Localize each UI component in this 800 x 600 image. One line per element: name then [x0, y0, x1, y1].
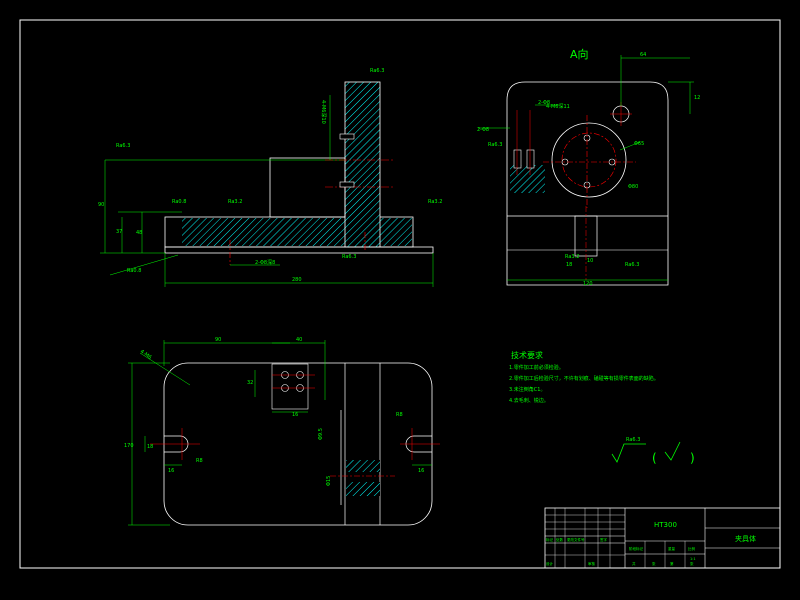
tech-req-item-4: 4.去毛刺、锐边。 [509, 398, 549, 404]
roughness-symbol-check [664, 441, 681, 461]
front-ra-1: Ra6.3 [116, 143, 130, 149]
side-dia-lower-label: Φ80 [628, 184, 638, 190]
front-ra-7: Ra6.3 [342, 254, 356, 260]
tech-req-item-2: 2.零件加工后检验尺寸，不许有划痕、磕碰等有损零件表面的缺陷。 [509, 376, 659, 382]
tb-name: 夹具体 [735, 534, 756, 543]
roughness-note-symbol [611, 441, 681, 463]
top-dim-90-label: 90 [215, 337, 221, 343]
front-leader-ra08 [109, 254, 179, 276]
side-hole-spec-label: 4-M6深11 [546, 103, 570, 110]
front-ra-6: Ra0.8 [127, 268, 141, 274]
side-pin-1 [513, 149, 522, 169]
front-tapped-hole-1 [339, 133, 355, 140]
top-dim-mid-b-label: Φ15 [326, 476, 332, 486]
tb-row-label-3: 更改文件号 [567, 537, 585, 542]
top-dim-40-label: 40 [296, 337, 302, 343]
top-dim-r-left-label: R8 [196, 458, 203, 464]
side-pin-2 [526, 149, 535, 169]
tb-bottom-label-2: 审核 [588, 561, 596, 566]
side-ra-3: Ra6.3 [625, 262, 639, 268]
tb-mid-label-3: 比例 [688, 546, 696, 551]
roughness-paren-close: ) [690, 451, 695, 465]
title-block [544, 507, 781, 569]
side-hole-pair-label: 2-Φ8 [477, 127, 489, 133]
front-dim-90-label: 90 [98, 202, 104, 208]
tb-row-label-4: 签字 [600, 537, 608, 542]
side-outline [506, 81, 669, 286]
front-base-bottom [164, 246, 434, 254]
front-dim-vertical-label: 4-M6深10 [320, 100, 327, 124]
side-dim-12-label: 12 [694, 95, 700, 101]
a-view-label: A向 [570, 47, 589, 61]
tb-bottom-label-6: 张 [690, 561, 694, 566]
front-ra-3: Ra0.8 [172, 199, 186, 205]
front-dim-280-label: 280 [292, 277, 302, 283]
side-ra-2: Ra3.2 [565, 254, 579, 260]
tb-bottom-label-3: 共 [632, 561, 636, 566]
front-dim-48-label: 48 [136, 230, 142, 236]
side-hub-circle [551, 122, 627, 198]
tech-req-item-1: 1.零件加工前必须检验。 [509, 365, 564, 371]
top-dim-slot-w-label: 16 [292, 412, 298, 418]
side-foot2-label: 10 [587, 258, 593, 264]
side-ra-1: Ra6.3 [488, 142, 502, 148]
tb-bottom-label-1: 设计 [546, 561, 554, 566]
side-pin-label: 2-Φ8 [538, 100, 550, 106]
top-dim-mid-a-label: Φ9.5 [318, 428, 324, 440]
tech-req-title: 技术要求 [511, 351, 543, 360]
top-leader-corner [139, 352, 191, 386]
title-block-outer [544, 507, 781, 569]
front-tapped-hole-2 [339, 181, 355, 188]
tb-mid-label-2: 重量 [668, 546, 676, 551]
front-upright [344, 81, 381, 248]
side-dim-120-label: 120 [583, 281, 593, 287]
front-dim-slot-label: 2-Φ8深8 [255, 259, 275, 266]
top-outline [163, 362, 433, 526]
side-bolt-circle [561, 132, 617, 188]
roughness-mark-text: Ra6.3 [626, 437, 640, 443]
top-section-hatch-1 [346, 460, 380, 472]
front-view [100, 81, 434, 287]
tb-row-label-2: 处数 [556, 537, 564, 542]
front-block [269, 157, 346, 218]
top-dim-angle-label: 4-M6 [139, 349, 153, 361]
top-dim-170-label: 170 [124, 443, 134, 449]
top-dim-slot-small-label: 16 [168, 468, 174, 474]
side-foot-label: 18 [566, 262, 572, 268]
roughness-paren-open: ( [652, 451, 657, 465]
top-dim-side-small-label: 16 [418, 468, 424, 474]
side-dia-right-label: Φ65 [634, 141, 644, 147]
front-dim-37-label: 37 [116, 229, 122, 235]
tb-scale: 1:1 [690, 557, 696, 561]
front-ra-2: Ra6.3 [370, 68, 384, 74]
front-ra-5: Ra3.2 [428, 199, 442, 205]
top-section-hatch-2 [346, 482, 380, 496]
outer-frame [19, 19, 781, 569]
side-view [478, 55, 694, 286]
tb-mid-label-1: 阶段标记 [629, 546, 643, 551]
roughness-symbol-left [611, 443, 646, 463]
side-dim-64-label: 64 [640, 52, 646, 58]
side-pin-section [510, 165, 545, 193]
top-view [128, 340, 440, 526]
front-ra-4: Ra3.2 [228, 199, 242, 205]
top-dim-slot-h-label: 32 [247, 380, 253, 386]
tech-req-item-3: 3.未注倒角C1。 [509, 387, 546, 393]
top-dim-18-label: 18 [147, 444, 153, 450]
tb-bottom-label-5: 第 [670, 561, 674, 566]
tb-material: HT300 [654, 521, 677, 529]
tb-row-label-1: 标记 [546, 537, 554, 542]
top-slot-pad [271, 363, 309, 410]
top-dim-r-right-label: R8 [396, 412, 403, 418]
side-leader-3 [619, 141, 641, 151]
tb-bottom-label-4: 张 [652, 561, 656, 566]
